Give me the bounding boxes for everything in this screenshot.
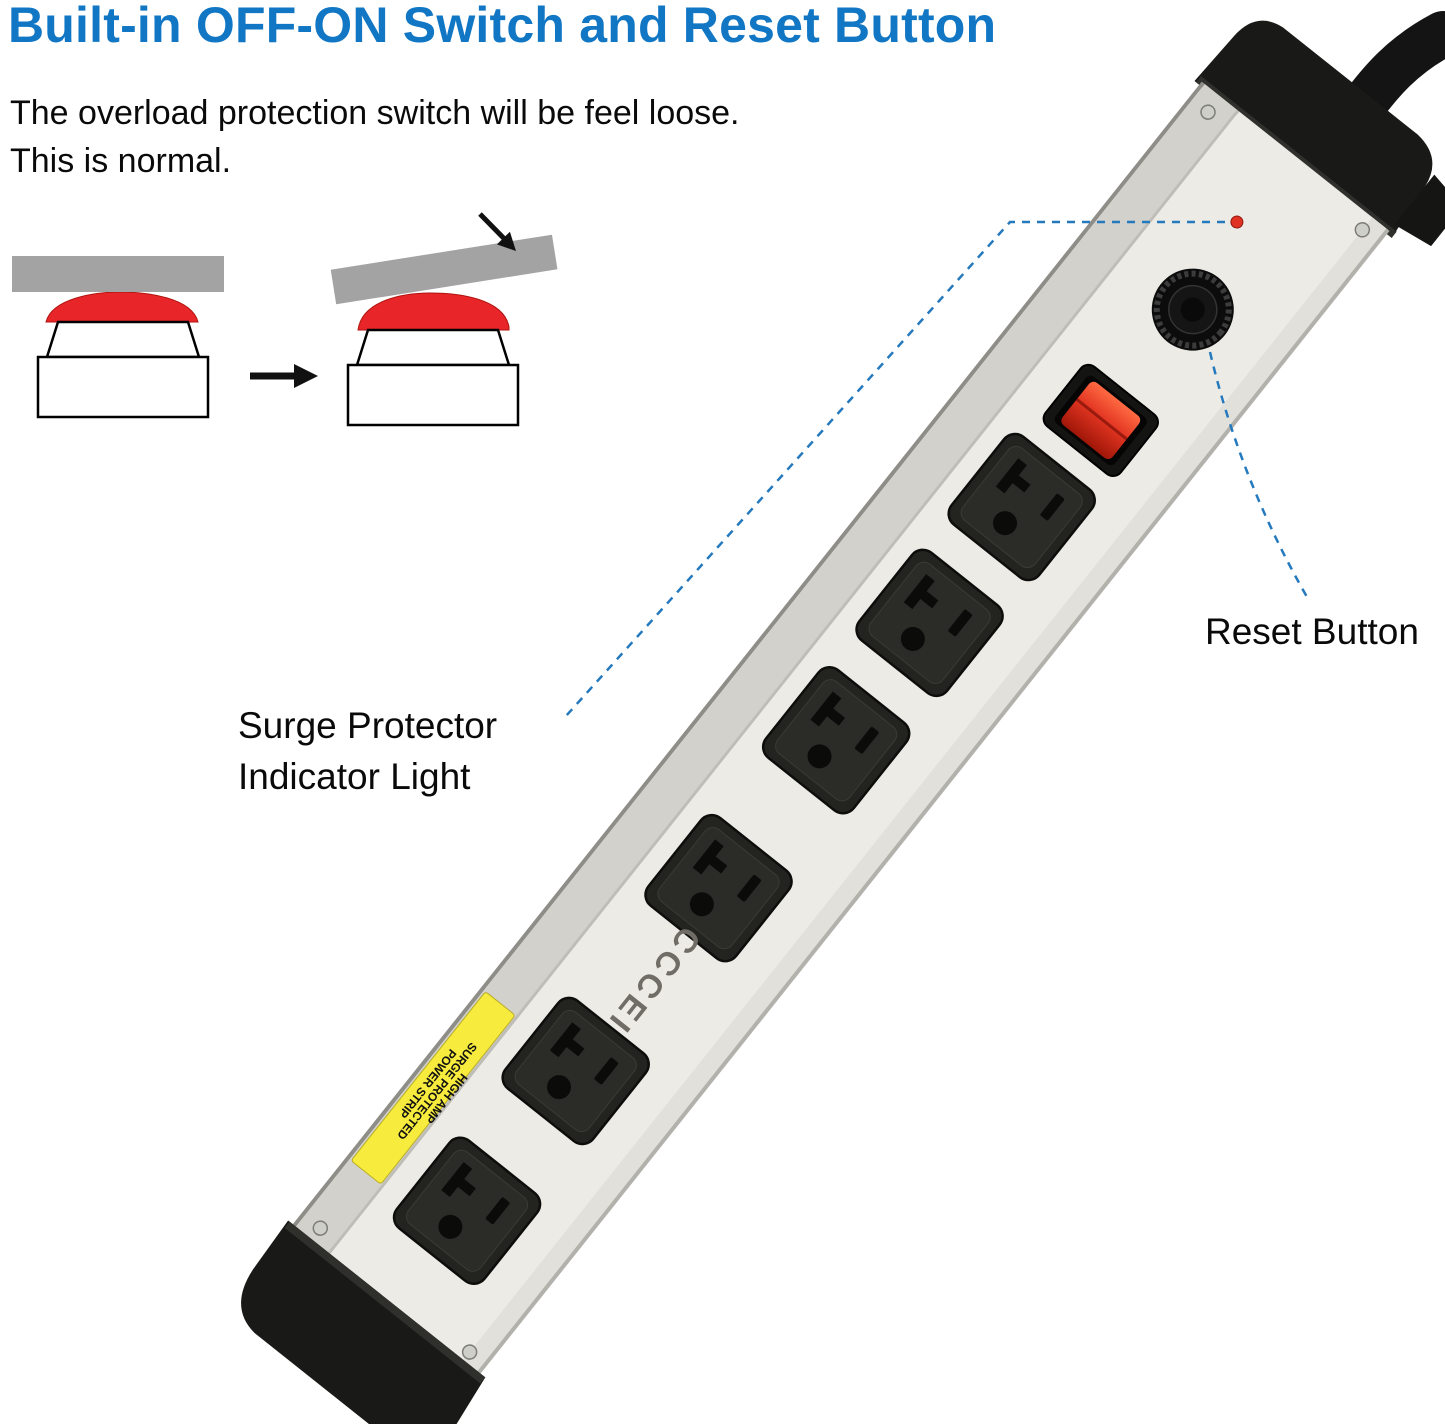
mounting-tab bbox=[1394, 174, 1445, 247]
arrow-down-right-icon bbox=[478, 212, 516, 251]
reset-button-label: Reset Button bbox=[1205, 611, 1419, 652]
bottom-end-cap bbox=[241, 1220, 486, 1424]
loose-switch-diagram-after bbox=[330, 212, 558, 427]
description-text: The overload protection switch will be f… bbox=[10, 90, 740, 185]
surge-indicator-light bbox=[1230, 215, 1244, 229]
off-on-switch bbox=[1042, 363, 1159, 478]
power-strip: CCCEI HIGH AMP SURGE PROTECTED POWER STR… bbox=[241, 20, 1445, 1424]
loose-switch-diagram-before bbox=[12, 256, 224, 419]
callout-line-indicator bbox=[565, 220, 1225, 717]
surge-indicator-label-line-2: Indicator Light bbox=[238, 756, 471, 798]
arrow-right-icon bbox=[250, 364, 318, 388]
page-title: Built-in OFF-ON Switch and Reset Button bbox=[8, 0, 997, 53]
cover-bar-tilted bbox=[330, 234, 558, 305]
description-line-1: The overload protection switch will be f… bbox=[10, 94, 740, 132]
surge-indicator-label-line-1: Surge Protector bbox=[238, 705, 498, 746]
rocker-red bbox=[357, 292, 510, 331]
surge-indicator-label: Surge Protector Indicator Light bbox=[238, 700, 497, 802]
description-line-2: This is normal. bbox=[10, 141, 232, 180]
reset-button bbox=[1151, 268, 1234, 351]
screws bbox=[312, 104, 1371, 1360]
callout-line-reset bbox=[1208, 351, 1309, 598]
rocker-red bbox=[45, 291, 199, 323]
cover-bar bbox=[12, 256, 224, 292]
